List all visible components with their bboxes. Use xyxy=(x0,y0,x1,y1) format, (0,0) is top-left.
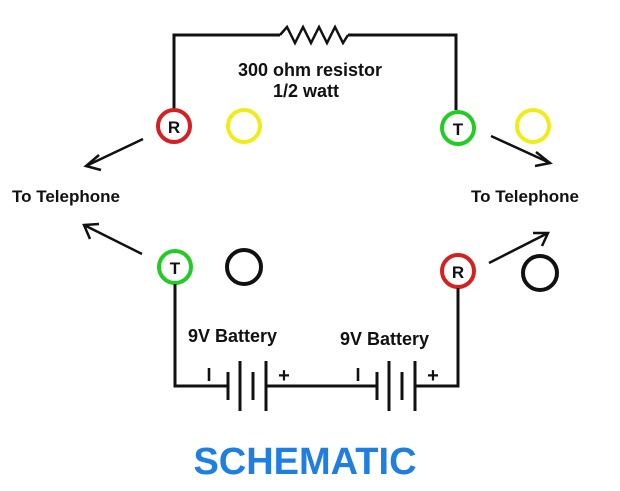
battery-2-plus: + xyxy=(427,365,439,387)
terminal-ring-red xyxy=(156,108,192,144)
terminal-letter: R xyxy=(452,263,464,282)
terminal-left-bottom: T xyxy=(157,249,193,285)
to-telephone-right: To Telephone xyxy=(471,187,579,206)
arrow-left-lower xyxy=(82,222,143,256)
terminal-right-top: T xyxy=(440,110,476,146)
battery-1-label: 9V Battery xyxy=(188,326,277,346)
terminal-ring-green xyxy=(157,249,193,285)
battery-2-minus: I xyxy=(355,365,360,385)
battery-1-minus: I xyxy=(206,365,211,385)
black-circle-right xyxy=(521,254,559,292)
black-circle-left xyxy=(225,248,263,286)
resistor-label-line1: 300 ohm resistor xyxy=(238,60,382,80)
terminal-letter: R xyxy=(168,118,180,137)
battery-2-label: 9V Battery xyxy=(340,329,429,349)
to-telephone-left: To Telephone xyxy=(12,187,120,206)
arrow-right-lower xyxy=(488,231,550,265)
yellow-circle-right xyxy=(515,108,551,144)
yellow-circle-left xyxy=(226,108,262,144)
terminal-letter: T xyxy=(453,120,464,139)
bottom-wire-right xyxy=(414,288,460,388)
battery-2 xyxy=(375,361,417,411)
resistor-zigzag xyxy=(279,24,350,46)
schematic-title: SCHEMATIC xyxy=(193,441,416,483)
terminal-ring-green xyxy=(440,110,476,146)
top-wire-right xyxy=(348,33,458,110)
resistor-label-line2: 1/2 watt xyxy=(273,81,339,101)
arrow-left-upper xyxy=(83,137,144,172)
terminal-letter: T xyxy=(170,259,181,278)
battery-1-plus: + xyxy=(278,365,290,387)
terminal-ring-red xyxy=(440,253,476,289)
terminal-left-top: R xyxy=(156,108,192,144)
top-wire-left xyxy=(172,33,280,110)
arrow-right-upper xyxy=(490,134,553,168)
bottom-wire-left xyxy=(173,284,228,388)
battery-1 xyxy=(226,361,268,411)
terminal-right-bottom: R xyxy=(440,253,476,289)
